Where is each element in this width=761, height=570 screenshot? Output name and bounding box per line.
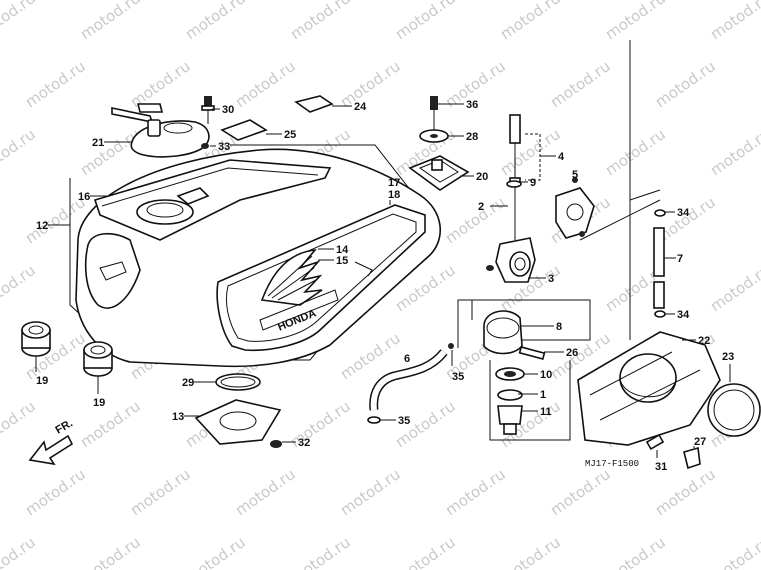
watermark-text: motod.ru	[442, 465, 509, 519]
part-callout-29: 29	[182, 377, 194, 389]
part-callout-8: 8	[556, 321, 562, 333]
part-callout-35: 35	[398, 415, 410, 427]
part-callout-4: 4	[558, 151, 565, 163]
part-callout-16: 16	[78, 191, 90, 203]
part-callout-12: 12	[36, 220, 48, 232]
watermark-text: motod.ru	[337, 465, 404, 519]
sediment-cup-assembly	[483, 310, 571, 441]
watermark-text: motod.ru	[757, 465, 761, 519]
bottom-plate	[194, 373, 282, 448]
part-callout-10: 10	[540, 369, 552, 381]
part-callout-20: 20	[476, 171, 488, 183]
part-callout-31: 31	[655, 461, 667, 473]
part-callout-21: 21	[92, 137, 104, 149]
watermark-text: motod.ru	[77, 0, 144, 43]
part-callout-17: 17	[388, 177, 400, 189]
watermark-text: motod.ru	[497, 0, 564, 43]
part-callout-7: 7	[677, 253, 683, 265]
watermark-text: motod.ru	[757, 57, 761, 111]
watermark-text: motod.ru	[707, 0, 761, 43]
watermark-text: motod.ru	[0, 125, 39, 179]
watermark-text: motod.ru	[0, 397, 39, 451]
watermark-text: motod.ru	[392, 533, 459, 570]
watermark-text: motod.ru	[127, 465, 194, 519]
watermark-text: motod.ru	[0, 533, 39, 570]
watermark-text: motod.ru	[757, 329, 761, 383]
diagram-code: MJ17-F1500	[585, 459, 639, 469]
part-callout-33: 33	[218, 141, 230, 153]
part-callout-1: 1	[540, 389, 546, 401]
vent-tube	[579, 40, 666, 340]
watermark-text: motod.ru	[442, 193, 509, 247]
watermark-text: motod.ru	[757, 193, 761, 247]
fuel-cap-assembly	[111, 96, 215, 158]
part-callout-19: 19	[93, 397, 105, 409]
watermark-text: motod.ru	[0, 261, 39, 315]
fuel-tank: HONDA	[69, 144, 442, 368]
part-callout-11: 11	[540, 406, 552, 418]
watermark-text: motod.ru	[707, 533, 761, 570]
part-callout-3: 3	[548, 273, 554, 285]
part-callout-34: 34	[677, 309, 690, 321]
watermark-text: motod.ru	[392, 0, 459, 43]
part-callout-23: 23	[722, 351, 734, 363]
watermark-text: motod.ru	[182, 533, 249, 570]
part-callout-32: 32	[298, 437, 310, 449]
watermark-text: motod.ru	[287, 397, 354, 451]
part-callout-6: 6	[404, 353, 410, 365]
watermark-text: motod.ru	[22, 465, 89, 519]
part-callout-36: 36	[466, 99, 478, 111]
side-cover	[577, 331, 761, 470]
part-callout-30: 30	[222, 104, 234, 116]
watermark-text: motod.ru	[602, 533, 669, 570]
watermark-text: motod.ru	[707, 261, 761, 315]
direction-label: FR.	[54, 417, 75, 436]
decal-gaskets	[220, 95, 334, 141]
watermark-text: motod.ru	[287, 0, 354, 43]
part-callout-25: 25	[284, 129, 296, 141]
watermark-text: motod.ru	[547, 465, 614, 519]
watermark-text: motod.ru	[77, 125, 144, 179]
watermark-text: motod.ru	[0, 0, 39, 43]
part-callout-28: 28	[466, 131, 478, 143]
watermark-text: motod.ru	[22, 57, 89, 111]
watermark-text: motod.ru	[232, 57, 299, 111]
watermark-text: motod.ru	[77, 533, 144, 570]
watermark-text: motod.ru	[652, 57, 719, 111]
watermark-text: motod.ru	[497, 125, 564, 179]
front-direction-arrow: FR.	[28, 417, 75, 466]
part-callout-22: 22	[698, 335, 710, 347]
part-callout-24: 24	[354, 101, 367, 113]
watermark-text: motod.ru	[497, 533, 564, 570]
part-callout-19: 19	[36, 375, 48, 387]
watermark-text: motod.ru	[337, 57, 404, 111]
part-callout-15: 15	[336, 255, 348, 267]
watermark-text: motod.ru	[707, 125, 761, 179]
watermark-text: motod.ru	[602, 0, 669, 43]
part-callout-14: 14	[336, 244, 349, 256]
watermark-text: motod.ru	[77, 397, 144, 451]
part-callout-27: 27	[694, 436, 706, 448]
watermark-text: motod.ru	[547, 57, 614, 111]
part-callout-2: 2	[478, 201, 484, 213]
watermark-text: motod.ru	[127, 57, 194, 111]
fuel-cock-assembly	[471, 114, 595, 341]
part-callout-35: 35	[452, 371, 464, 383]
part-callout-18: 18	[388, 189, 400, 201]
watermark-text: motod.ru	[602, 125, 669, 179]
part-callout-5: 5	[572, 169, 578, 181]
part-callout-26: 26	[566, 347, 578, 359]
part-callout-34: 34	[677, 207, 690, 219]
watermark-text: motod.ru	[287, 533, 354, 570]
part-callout-9: 9	[530, 177, 536, 189]
watermark-text: motod.ru	[182, 0, 249, 43]
part-callout-13: 13	[172, 411, 184, 423]
callout-layer: 1234567891011121314151617181919202122232…	[35, 99, 734, 473]
watermark-text: motod.ru	[652, 465, 719, 519]
watermark-text: motod.ru	[232, 465, 299, 519]
fuel-sender-assembly	[408, 96, 470, 191]
